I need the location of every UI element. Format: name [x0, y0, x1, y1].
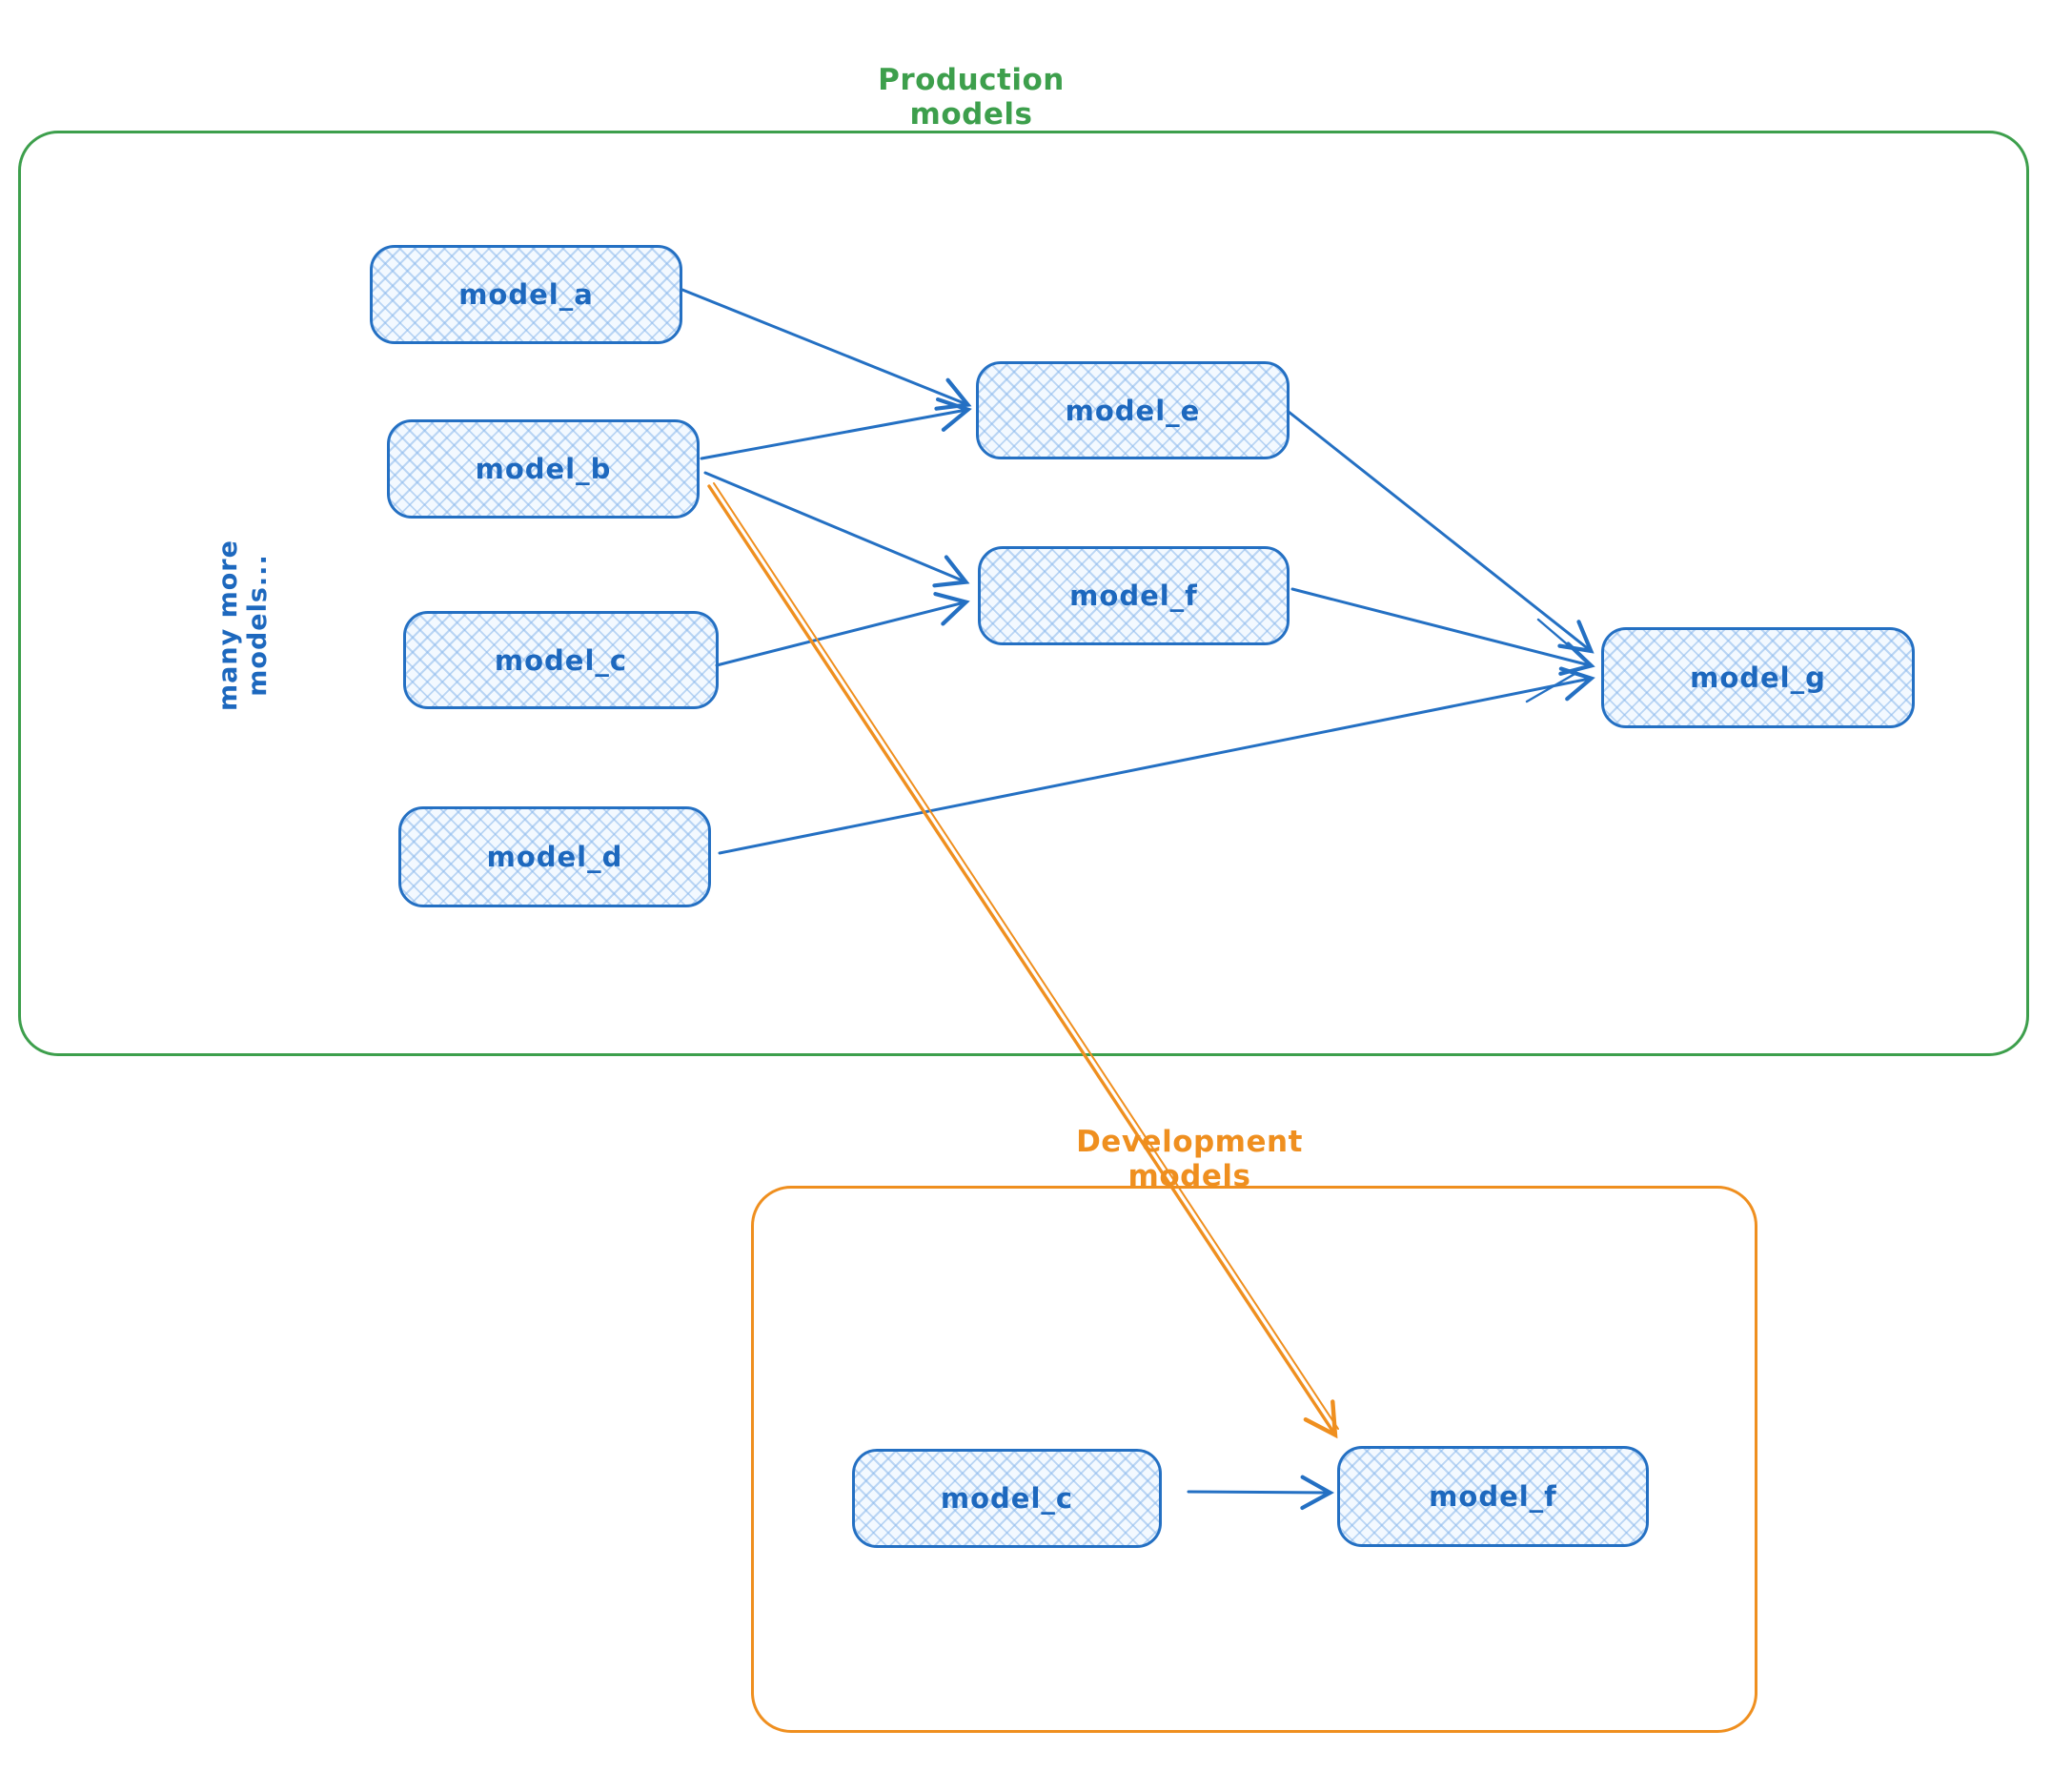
node-dev-model-f-label: model_f [1429, 1480, 1557, 1513]
node-model-e-label: model_e [1065, 394, 1201, 427]
development-frame-title[interactable]: Development models [1076, 1125, 1303, 1193]
node-dev-model-c-label: model_c [940, 1482, 1074, 1515]
node-model-c[interactable]: model_c [403, 611, 719, 709]
node-model-f[interactable]: model_f [978, 546, 1290, 645]
node-dev-model-c[interactable]: model_c [852, 1449, 1162, 1548]
node-model-g[interactable]: model_g [1601, 627, 1915, 728]
node-model-a-label: model_a [458, 278, 594, 311]
node-model-a[interactable]: model_a [370, 245, 682, 344]
node-model-b-label: model_b [475, 453, 612, 485]
node-model-g-label: model_g [1690, 662, 1826, 694]
node-model-d[interactable]: model_d [398, 806, 711, 907]
node-model-e[interactable]: model_e [976, 361, 1290, 459]
many-more-models-note[interactable]: many more models... [213, 539, 273, 711]
node-model-d-label: model_d [486, 841, 623, 873]
node-dev-model-f[interactable]: model_f [1337, 1446, 1649, 1547]
production-frame-title[interactable]: Production models [878, 63, 1065, 132]
node-model-b[interactable]: model_b [387, 419, 700, 519]
node-model-c-label: model_c [494, 643, 628, 677]
node-model-f-label: model_f [1069, 580, 1198, 612]
